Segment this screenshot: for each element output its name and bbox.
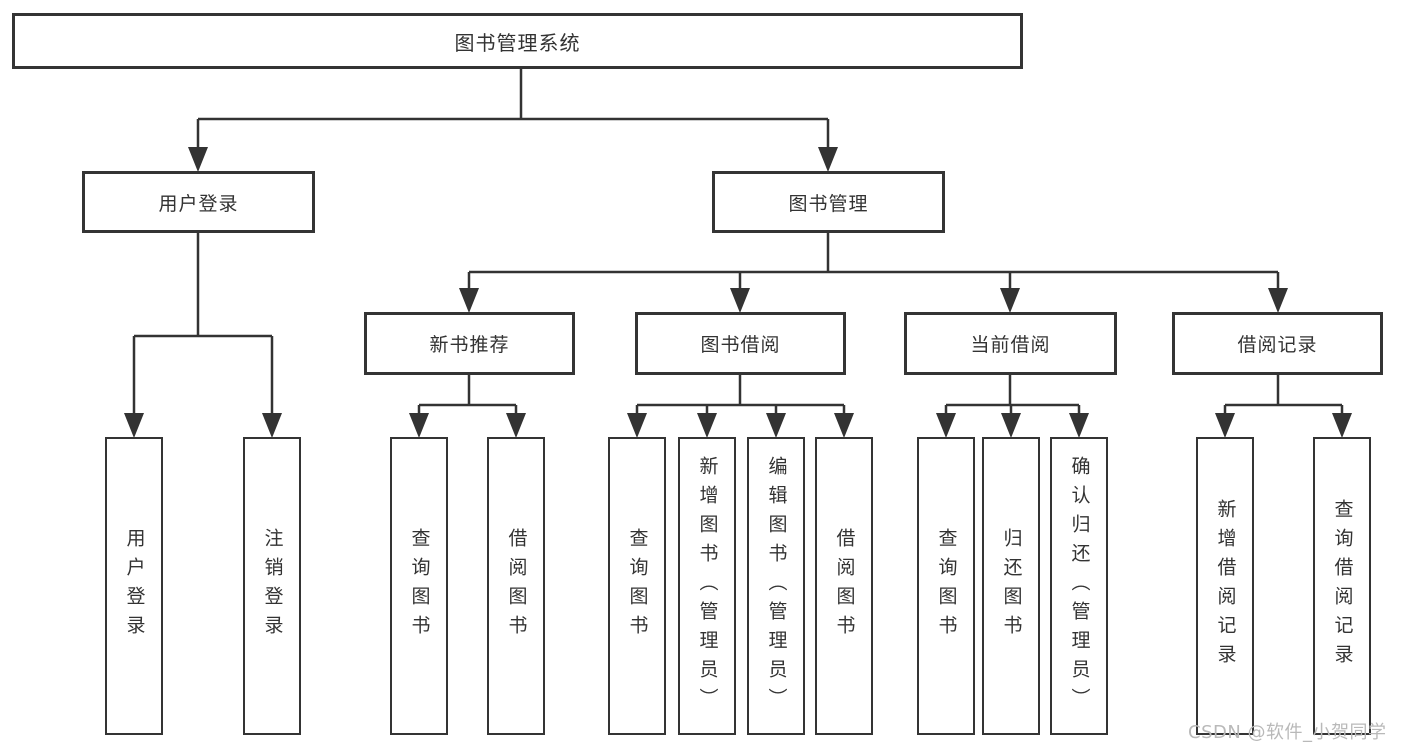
leaf-rec-query-books: 查询图书 xyxy=(390,437,448,735)
leaf-cb-query-books: 查询图书 xyxy=(917,437,975,735)
arrowheads xyxy=(124,147,1352,438)
node-current-borrowing-label: 当前借阅 xyxy=(970,334,1051,356)
leaf-bb-query-books-label: 查询图书 xyxy=(626,528,649,644)
leaf-bb-add-books-admin-label: 新增图书（管理员） xyxy=(696,455,719,717)
leaf-rec-borrow-books: 借阅图书 xyxy=(487,437,545,735)
leaf-user-login: 用户登录 xyxy=(105,437,163,735)
leaf-cb-return-books-label: 归还图书 xyxy=(1000,528,1023,644)
node-book-borrowing: 图书借阅 xyxy=(635,312,846,375)
node-new-book-recommendation-label: 新书推荐 xyxy=(429,334,510,356)
node-book-management-branch: 图书管理 xyxy=(712,171,945,233)
csdn-watermark: CSDN @软件_小贺同学 xyxy=(1188,722,1387,743)
node-user-login-branch: 用户登录 xyxy=(82,171,315,233)
leaf-rec-borrow-books-label: 借阅图书 xyxy=(505,528,528,644)
leaf-bb-edit-books-admin: 编辑图书（管理员） xyxy=(747,437,805,735)
node-new-book-recommendation: 新书推荐 xyxy=(364,312,575,375)
leaf-cb-confirm-return-admin-label: 确认归还（管理员） xyxy=(1068,455,1091,717)
leaf-rec-query-books-label: 查询图书 xyxy=(408,528,431,644)
leaf-br-add-record: 新增借阅记录 xyxy=(1196,437,1254,735)
leaf-logout: 注销登录 xyxy=(243,437,301,735)
node-book-borrowing-label: 图书借阅 xyxy=(700,334,781,356)
leaf-cb-return-books: 归还图书 xyxy=(982,437,1040,735)
node-user-login-branch-label: 用户登录 xyxy=(158,192,239,215)
node-borrowing-records: 借阅记录 xyxy=(1172,312,1383,375)
leaf-cb-confirm-return-admin: 确认归还（管理员） xyxy=(1050,437,1108,735)
leaf-bb-borrow-books-label: 借阅图书 xyxy=(833,528,856,644)
leaf-logout-label: 注销登录 xyxy=(261,528,284,644)
leaf-br-add-record-label: 新增借阅记录 xyxy=(1214,499,1237,673)
node-current-borrowing: 当前借阅 xyxy=(904,312,1117,375)
leaf-bb-edit-books-admin-label: 编辑图书（管理员） xyxy=(765,455,788,717)
node-library-system-label: 图书管理系统 xyxy=(454,30,581,55)
leaf-bb-add-books-admin: 新增图书（管理员） xyxy=(678,437,736,735)
leaf-cb-query-books-label: 查询图书 xyxy=(935,528,958,644)
leaf-bb-borrow-books: 借阅图书 xyxy=(815,437,873,735)
node-book-management-branch-label: 图书管理 xyxy=(788,192,869,215)
leaf-br-query-record: 查询借阅记录 xyxy=(1313,437,1371,735)
leaf-bb-query-books: 查询图书 xyxy=(608,437,666,735)
node-library-system: 图书管理系统 xyxy=(12,13,1023,69)
node-borrowing-records-label: 借阅记录 xyxy=(1237,334,1318,356)
leaf-user-login-label: 用户登录 xyxy=(123,528,146,644)
leaf-br-query-record-label: 查询借阅记录 xyxy=(1331,499,1354,673)
